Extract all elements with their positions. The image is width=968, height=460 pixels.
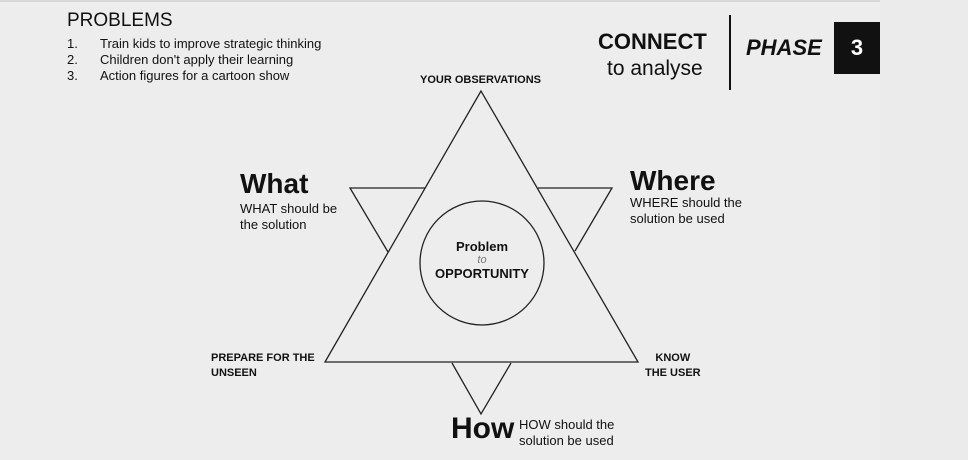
star-diagram — [323, 89, 640, 416]
left-small-triangle — [348, 187, 425, 253]
main-triangle — [323, 89, 640, 363]
item-number: 2. — [67, 52, 78, 67]
item-number: 1. — [67, 36, 78, 51]
where-title: Where — [630, 165, 716, 196]
phase-label: PHASE — [746, 35, 822, 60]
phase-number-badge: 3 — [834, 22, 880, 74]
problems-title: PROBLEMS — [67, 10, 173, 31]
bottom-small-triangle — [451, 362, 512, 416]
item-number: 3. — [67, 68, 78, 83]
list-item: 1. Train kids to improve strategic thinki… — [67, 36, 321, 52]
problems-list: 1. Train kids to improve strategic thinki… — [67, 36, 321, 84]
list-item: 3. Action figures for a cartoon show — [67, 68, 321, 84]
what-title: What — [240, 168, 309, 199]
item-text: Children don't apply their learning — [100, 52, 294, 67]
list-item: 2. Children don't apply their learning — [67, 52, 321, 68]
center-circle — [419, 200, 545, 326]
center-text: Problem to OPPORTUNITY — [435, 239, 529, 281]
top-label: YOUR OBSERVATIONS — [420, 74, 542, 86]
slide: PROBLEMS 1. Train kids to improve strateg… — [0, 0, 880, 448]
item-text: Train kids to improve strategic thinking — [100, 36, 322, 51]
connect-heading: CONNECT — [598, 29, 707, 54]
analyse-subheading: to analyse — [607, 57, 703, 80]
how-title: How — [451, 412, 515, 445]
divider — [729, 15, 731, 90]
item-text: Action figures for a cartoon show — [100, 68, 290, 83]
right-small-triangle — [538, 187, 614, 252]
